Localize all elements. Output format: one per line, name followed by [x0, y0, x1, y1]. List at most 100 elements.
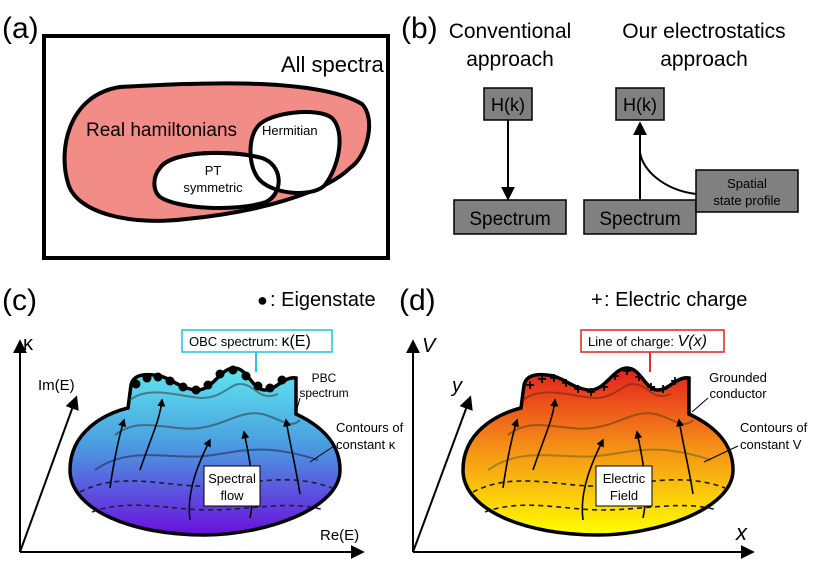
field-line-4 [676, 418, 694, 495]
eigenstate-dot [265, 383, 275, 393]
charge-plus: + [573, 381, 582, 398]
panel-a: (a) All spectra Real hamiltonians Hermit… [2, 12, 390, 260]
flow-line-5 [109, 418, 126, 489]
eigenstate-legend-symbol: ● [257, 290, 268, 310]
spatial-profile-box [695, 169, 799, 213]
hermitian-region [248, 110, 342, 195]
panel-d-label: (d) [399, 284, 436, 317]
real-hamiltonians-label: Real hamiltonians [86, 120, 237, 141]
charge-legend-symbol: + [591, 289, 603, 311]
eigenstate-dot [277, 375, 287, 385]
y-axis [412, 395, 473, 553]
spectrum-box-left [453, 199, 567, 235]
spectrum-label-left: Spectrum [469, 209, 550, 230]
y-axis-label: y [450, 375, 463, 397]
charge-callout-box [580, 329, 725, 353]
grounded-label-line2: conductor [709, 386, 767, 401]
electric-field-box [595, 465, 653, 507]
eigenstate-dot [203, 380, 213, 390]
charge-plus: + [670, 373, 679, 390]
potential-contour-3 [487, 448, 712, 471]
eigenstate-dot [153, 372, 163, 382]
hk-box-left [483, 87, 533, 121]
panel-b-label: (b) [401, 12, 438, 45]
ours-title-line2: approach [660, 48, 748, 71]
ours-title-line1: Our electrostatics [622, 20, 785, 43]
charge-plus: + [610, 368, 619, 385]
contour-line-1 [129, 382, 279, 401]
electric-field-line2: Field [610, 488, 638, 503]
im-axis-label: Im(E) [38, 377, 75, 394]
obc-callout-symbol: κ(E) [281, 333, 310, 350]
obc-callout-box [181, 329, 333, 353]
pbc-label-line1: PBC [312, 371, 337, 385]
pt-label-line2: symmetric [183, 180, 243, 195]
x-axis-label: x [735, 520, 748, 545]
charge-markers: + + + + + + + + + + + + + [525, 363, 679, 401]
contours-label-line2: constant κ [336, 437, 396, 452]
charge-plus: + [599, 379, 608, 396]
potential-contours-line1: Contours of [740, 420, 808, 435]
panel-b: (b) Conventional approach Our electrosta… [401, 12, 799, 235]
charge-plus: + [586, 384, 595, 401]
panel-d: (d) + : Electric charge V y x + + + + + … [399, 284, 808, 559]
charge-legend: : Electric charge [604, 289, 747, 311]
eigenstate-dot [228, 365, 238, 375]
v-axis-label: V [422, 335, 437, 357]
all-spectra-box [42, 34, 390, 260]
charge-callout-symbol: V(x) [678, 333, 707, 350]
conventional-title-line2: approach [466, 48, 554, 71]
eigenstate-dot [165, 376, 175, 386]
spectral-flow-box [203, 465, 261, 507]
potential-contour-1 [522, 382, 672, 401]
charge-plus: + [561, 375, 570, 392]
spectral-flow-line2: flow [220, 488, 244, 503]
re-axis-label: Re(E) [320, 527, 359, 544]
eigenstate-dot [142, 373, 152, 383]
contours-pointer [309, 445, 335, 463]
flow-line-4 [283, 418, 301, 495]
eigenstate-dot [178, 382, 188, 392]
contour-line-3 [94, 448, 319, 471]
obc-callout-text: OBC spectrum: κ(E) [189, 333, 311, 350]
spectrum-label-right: Spectrum [599, 209, 680, 230]
hermitian-label: Hermitian [262, 123, 318, 138]
potential-contours-pointer [703, 445, 739, 463]
spatial-label-line2: state profile [713, 193, 780, 208]
pbc-label-line2: spectrum [299, 386, 348, 400]
conventional-title-line1: Conventional [449, 20, 572, 43]
hk-label-left: H(k) [491, 95, 525, 115]
hk-box-right [615, 87, 665, 121]
contour-line-2 [114, 412, 301, 436]
field-line-1 [532, 398, 559, 471]
panel-c: (c) ● : Eigenstate κ Im(E) Re(E) [2, 284, 404, 559]
spatial-label-line1: Spatial [727, 176, 767, 191]
kappa-axis-label: κ [23, 333, 34, 355]
charge-plus: + [537, 371, 546, 388]
flow-line-2 [188, 438, 211, 521]
panel-c-label: (c) [2, 284, 37, 317]
eigenstate-dot [191, 385, 201, 395]
charge-plus: + [622, 363, 631, 380]
field-line-2 [581, 438, 604, 521]
flow-line-1 [139, 398, 166, 471]
grounded-label-line1: Grounded [709, 370, 767, 385]
spectrum-box-right [583, 199, 697, 235]
charge-callout-text: Line of charge: V(x) [588, 333, 707, 350]
charge-plus: + [634, 369, 643, 386]
panel-a-label: (a) [2, 12, 39, 45]
electric-field-line1: Electric [603, 471, 646, 486]
charge-plus: + [525, 377, 534, 394]
charge-plus: + [658, 381, 667, 398]
charge-plus: + [549, 370, 558, 387]
contour-dashed-2 [91, 504, 325, 513]
hk-label-right: H(k) [623, 95, 657, 115]
obc-callout-prefix: OBC spectrum: [189, 334, 281, 349]
potential-dashed-1 [472, 479, 726, 493]
charge-plus: + [646, 379, 655, 396]
eigenstate-dot [253, 381, 263, 391]
eigenstate-dot [215, 369, 225, 379]
eigenstate-dot [131, 379, 141, 389]
potential-contours-line2: constant V [740, 437, 802, 452]
field-line-5 [502, 418, 519, 489]
